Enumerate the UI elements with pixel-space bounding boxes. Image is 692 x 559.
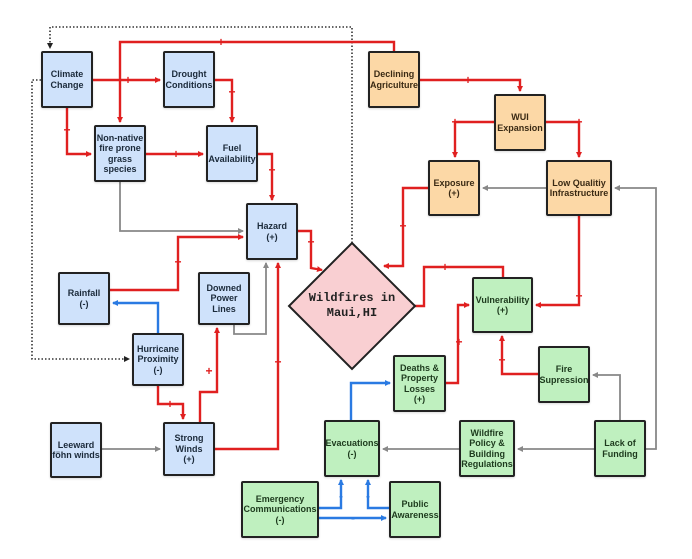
central-node-label: Wildfires in Maui,HI	[292, 291, 412, 321]
link-non-native-to-hazard	[119, 182, 244, 234]
node-label: Emergency Communications (-)	[243, 493, 317, 525]
link-strong-winds-to-downed-power	[198, 327, 220, 422]
node-non-native-grass[interactable]: Non-native fire prone grass species	[94, 125, 146, 182]
sign-plus: +	[166, 397, 173, 411]
node-label: Vulnerability (+)	[475, 294, 530, 316]
sign-minus: -	[339, 489, 343, 503]
sign-plus: +	[575, 115, 582, 129]
node-label: Lack of Funding	[602, 438, 638, 459]
link-deaths-to-vulnerability	[446, 302, 470, 385]
central-node-text: Wildfires in Maui,HI	[308, 291, 396, 320]
node-label: Downed Power Lines	[206, 282, 242, 314]
sign-plus: +	[455, 335, 462, 349]
node-public-awareness[interactable]: Public Awareness	[389, 481, 441, 538]
node-label: Public Awareness	[391, 499, 439, 520]
node-fuel-availability[interactable]: Fuel Availability	[206, 125, 258, 182]
node-label: Low Qualitiy Infrastructure	[549, 177, 609, 199]
link-low-infra-to-vulnerability	[535, 216, 581, 308]
node-hazard[interactable]: Hazard (+)	[246, 203, 298, 260]
sign-minus: -	[135, 295, 139, 309]
sign-plus: +	[63, 123, 70, 137]
link-lack-funding-to-fire-supression	[592, 372, 621, 420]
link-rainfall-to-hazard	[110, 234, 244, 292]
node-exposure[interactable]: Exposure (+)	[428, 160, 480, 216]
node-low-quality-infrastructure[interactable]: Low Qualitiy Infrastructure	[546, 160, 612, 216]
feedback-wildfire-to-climate	[47, 26, 353, 243]
sign-plus: +	[464, 73, 471, 87]
link-wildfire-to-vulnerability	[415, 265, 505, 308]
sign-plus: +	[228, 85, 235, 99]
node-lack-of-funding[interactable]: Lack of Funding	[594, 420, 646, 477]
node-leeward-fohn-winds[interactable]: Leeward föhn winds	[50, 422, 102, 478]
link-fuel-to-hazard	[258, 152, 275, 201]
link-hurricane-to-strong-winds	[156, 386, 186, 420]
sign-plus: +	[172, 147, 179, 161]
link-declining-ag-to-non-native	[117, 40, 396, 123]
link-strong-winds-to-hazard	[215, 262, 281, 451]
node-hurricane-proximity[interactable]: Hurricane Proximity (-)	[132, 333, 184, 386]
node-wui-expansion[interactable]: WUI Expansion	[494, 94, 546, 151]
node-downed-power-lines[interactable]: Downed Power Lines	[198, 272, 250, 325]
link-hurricane-to-rainfall	[112, 300, 160, 333]
link-public-awareness-to-evacuations	[365, 479, 389, 510]
sign-plus: +	[174, 255, 181, 269]
node-wildfire-policy[interactable]: Wildfire Policy & Building Regulations	[459, 420, 515, 477]
sign-plus: +	[124, 73, 131, 87]
sign-plus: +	[399, 219, 406, 233]
node-label: Hazard (+)	[256, 221, 287, 242]
node-label: Non-native fire prone grass species	[96, 132, 144, 175]
node-declining-agriculture[interactable]: Declining Agriculture	[368, 51, 420, 108]
node-vulnerability[interactable]: Vulnerability (+)	[472, 277, 533, 333]
sign-minus: -	[351, 511, 355, 525]
sign-plus: +	[451, 115, 458, 129]
link-emergency-to-evacuations	[319, 479, 344, 510]
sign-plus: +	[268, 163, 275, 177]
link-fire-supression-to-vulnerability	[499, 335, 538, 376]
node-label: Strong Winds (+)	[174, 433, 204, 465]
link-downed-power-to-hazard	[233, 262, 269, 335]
sign-minus: -	[366, 489, 370, 503]
link-evacuations-to-deaths	[349, 380, 391, 420]
link-lack-funding-to-low-infra	[614, 185, 657, 450]
node-deaths-property-losses[interactable]: Deaths & Property Losses (+)	[393, 355, 446, 412]
node-label: Evacuations (-)	[325, 438, 379, 459]
sign-plus: +	[217, 35, 224, 49]
link-wui-to-exposure	[452, 120, 494, 158]
node-strong-winds[interactable]: Strong Winds (+)	[163, 422, 215, 476]
sign-plus: +	[498, 353, 505, 367]
node-drought-conditions[interactable]: Drought Conditions	[163, 51, 215, 108]
link-hazard-to-wildfire	[298, 229, 323, 273]
link-declining-ag-to-wui	[420, 78, 523, 92]
sign-plus: +	[575, 289, 582, 303]
node-climate-change[interactable]: Climate Change	[41, 51, 93, 108]
node-fire-supression[interactable]: Fire Supression	[538, 346, 590, 403]
node-evacuations[interactable]: Evacuations (-)	[324, 420, 380, 477]
node-label: Exposure (+)	[433, 177, 475, 199]
sign-plus: +	[307, 235, 314, 249]
node-label: Deaths & Property Losses (+)	[399, 362, 439, 405]
node-label: Hurricane Proximity (-)	[136, 343, 180, 375]
node-label: Fire Supression	[539, 364, 589, 385]
sign-minus: -	[370, 375, 374, 389]
link-wui-to-low-infra	[546, 120, 582, 158]
node-label: Fuel Availability	[208, 143, 256, 164]
node-label: Wildfire Policy & Building Regulations	[461, 427, 513, 470]
node-label: WUI Expansion	[497, 112, 543, 133]
node-emergency-communications[interactable]: Emergency Communications (-)	[241, 481, 319, 538]
link-drought-to-fuel	[215, 78, 235, 123]
node-label: Climate Change	[50, 69, 84, 90]
node-label: Drought Conditions	[165, 69, 213, 90]
sign-plus: +	[441, 260, 448, 274]
node-rainfall[interactable]: Rainfall (-)	[58, 272, 110, 325]
node-label: Declining Agriculture	[370, 69, 419, 90]
sign-plus: +	[274, 355, 281, 369]
node-label: Leeward föhn winds	[52, 439, 100, 461]
feedback-climate-to-hurricane	[31, 79, 130, 362]
sign-plus: +	[205, 364, 212, 378]
link-climate-to-non-native	[65, 108, 92, 157]
link-exposure-to-wildfire	[383, 186, 428, 269]
node-label: Rainfall (-)	[67, 288, 101, 309]
wildfires-diamond	[287, 241, 417, 371]
